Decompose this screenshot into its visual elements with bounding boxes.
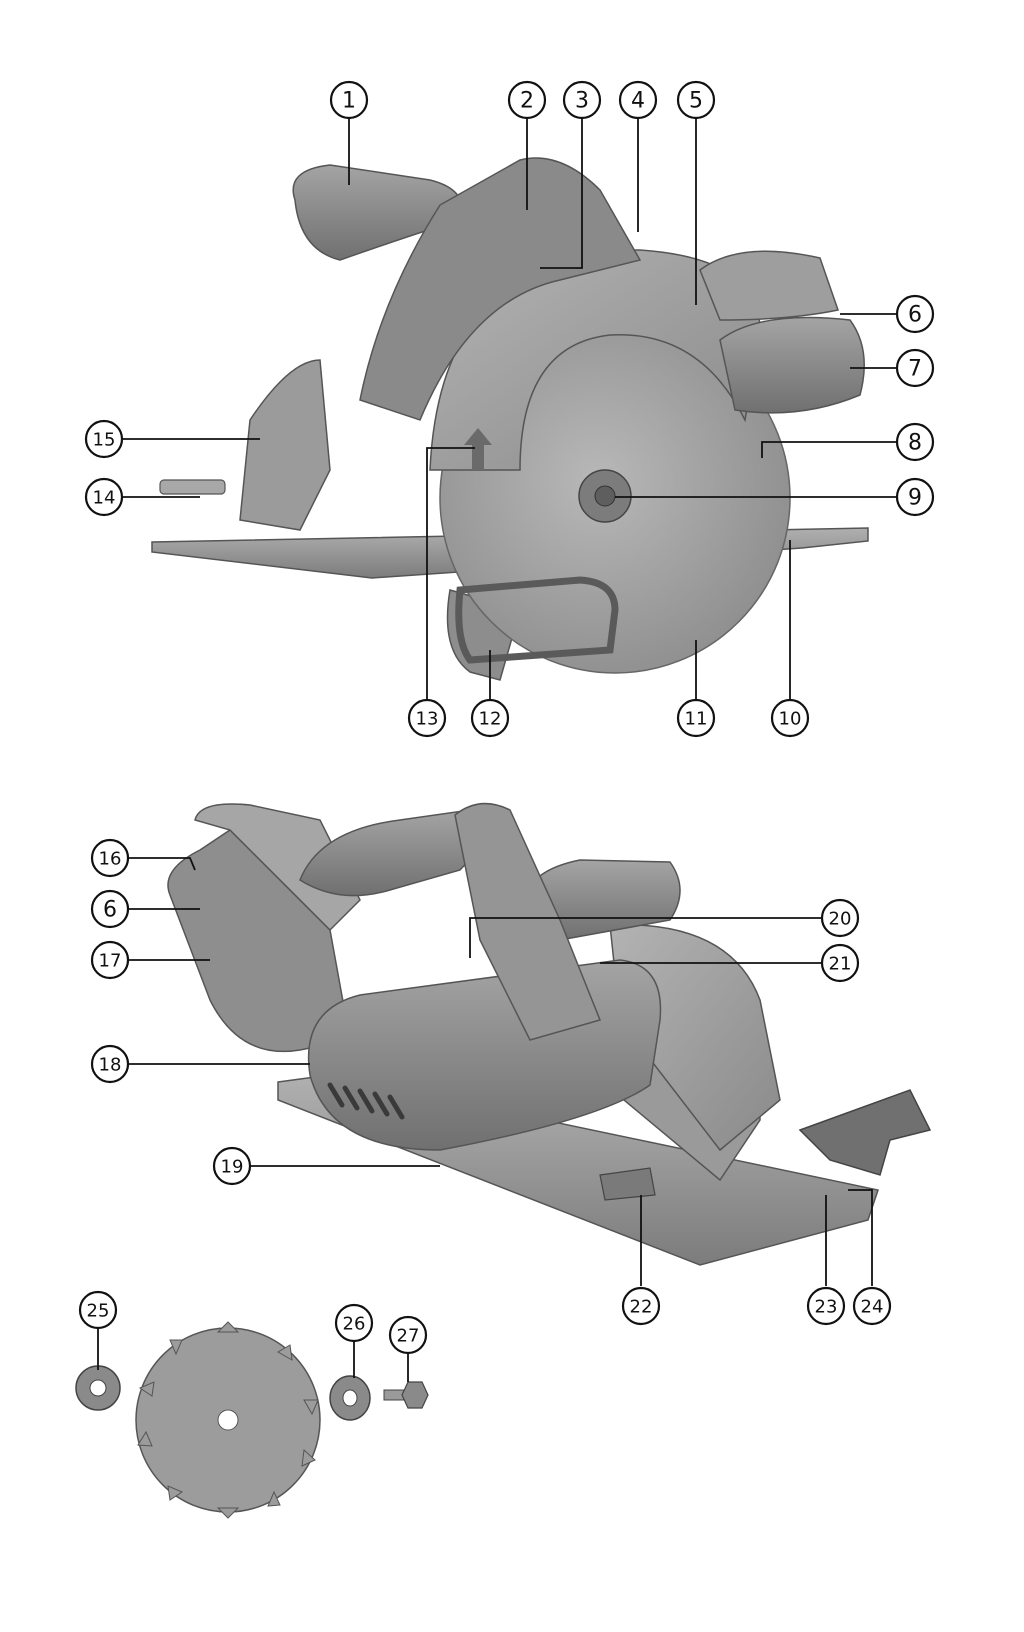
bevel-scale-bracket [239, 359, 331, 531]
svg-text:1: 1 [342, 89, 356, 114]
callout-7: 7 [895, 348, 935, 388]
callout-2: 2 [507, 80, 547, 120]
svg-text:3: 3 [575, 89, 589, 114]
blade-arbor-hole [217, 1409, 239, 1431]
callout-20: 20 [820, 898, 860, 938]
svg-text:12: 12 [479, 709, 502, 730]
callout-22: 22 [621, 1286, 661, 1326]
callout-19: 19 [212, 1146, 252, 1186]
callout-11: 11 [676, 698, 716, 738]
main-handle-rear [299, 809, 479, 897]
callout-13: 13 [407, 698, 447, 738]
svg-text:18: 18 [99, 1055, 122, 1076]
handle-post [454, 802, 602, 1041]
blade-teeth [137, 1321, 319, 1519]
callout-17: 17 [90, 940, 130, 980]
blade-bolt [383, 1381, 429, 1409]
svg-text:17: 17 [99, 951, 122, 972]
callout-15: 15 [84, 419, 124, 459]
svg-text:13: 13 [416, 709, 439, 730]
svg-text:14: 14 [93, 488, 116, 509]
svg-text:11: 11 [685, 709, 708, 730]
svg-text:27: 27 [397, 1326, 420, 1347]
inner-flange [75, 1365, 121, 1411]
callout-6b: 6 [90, 889, 130, 929]
callout-16: 16 [90, 838, 130, 878]
svg-text:10: 10 [779, 709, 802, 730]
callout-24: 24 [852, 1286, 892, 1326]
svg-text:26: 26 [343, 1314, 366, 1335]
svg-text:6: 6 [103, 898, 117, 923]
callout-27: 27 [388, 1315, 428, 1355]
callout-4: 4 [618, 80, 658, 120]
callout-26: 26 [334, 1303, 374, 1343]
bevel-lock-lever [159, 479, 226, 495]
svg-text:23: 23 [815, 1297, 838, 1318]
callout-9: 9 [895, 477, 935, 517]
svg-text:22: 22 [630, 1297, 653, 1318]
parallel-guide-bracket [455, 576, 619, 664]
svg-text:20: 20 [829, 909, 852, 930]
callout-6a: 6 [895, 294, 935, 334]
svg-text:25: 25 [87, 1301, 110, 1322]
svg-text:6: 6 [908, 303, 922, 328]
svg-text:24: 24 [861, 1297, 884, 1318]
callout-8: 8 [895, 422, 935, 462]
svg-text:19: 19 [221, 1157, 244, 1178]
parallel-guide [798, 1089, 932, 1176]
callout-25: 25 [78, 1290, 118, 1330]
rotation-arrow [464, 428, 492, 470]
arbor-bolt [594, 485, 616, 507]
svg-text:21: 21 [829, 954, 852, 975]
svg-text:4: 4 [631, 89, 645, 114]
callout-12: 12 [470, 698, 510, 738]
leader-lines [97, 118, 897, 1382]
blade-and-fasteners [75, 1321, 429, 1519]
saw-rear-side-view [167, 802, 932, 1266]
depth-lock-lever [599, 1167, 656, 1201]
callout-18: 18 [90, 1044, 130, 1084]
svg-text:16: 16 [99, 849, 122, 870]
callout-10: 10 [770, 698, 810, 738]
svg-text:2: 2 [520, 89, 534, 114]
battery-release [194, 803, 361, 932]
saw-front-side-view [151, 157, 869, 681]
callout-3: 3 [562, 80, 602, 120]
svg-text:7: 7 [908, 357, 922, 382]
svg-text:15: 15 [93, 430, 116, 451]
callouts: 1 2 3 4 5 6 7 8 9 10 11 12 13 14 15 16 6… [78, 80, 935, 1355]
svg-text:5: 5 [689, 89, 703, 114]
battery-pack [699, 250, 839, 321]
callout-21: 21 [820, 943, 860, 983]
callout-1: 1 [329, 80, 369, 120]
svg-text:8: 8 [908, 431, 922, 456]
outer-flange [329, 1375, 371, 1421]
motor-vents [327, 1082, 405, 1120]
handle-frame [359, 157, 642, 421]
motor-housing-rear [307, 959, 662, 1151]
callout-23: 23 [806, 1286, 846, 1326]
svg-text:9: 9 [908, 486, 922, 511]
callout-5: 5 [676, 80, 716, 120]
callout-14: 14 [84, 477, 124, 517]
spare-saw-blade [135, 1321, 321, 1519]
motor-housing [719, 316, 865, 414]
